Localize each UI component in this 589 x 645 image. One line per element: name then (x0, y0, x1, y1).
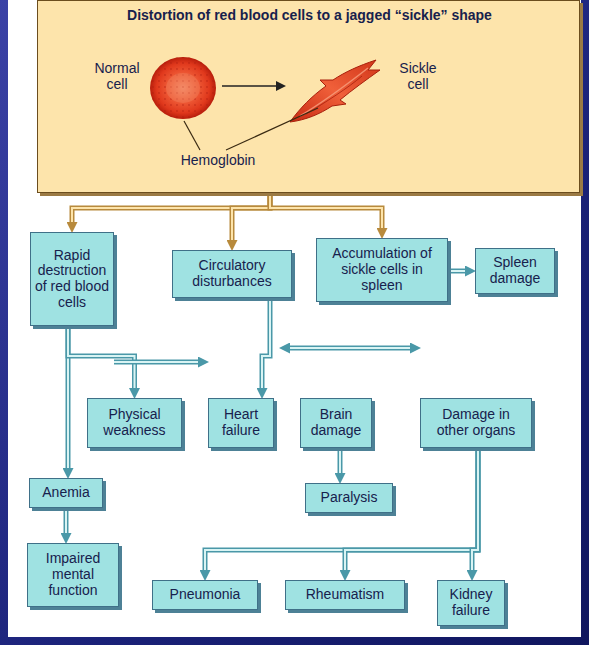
arrow-outline (232, 193, 270, 240)
arrow-outline (290, 346, 292, 351)
process-box: Rheumatism (285, 580, 405, 610)
process-box: Anemia (29, 478, 103, 508)
arrow-outline (472, 448, 478, 570)
flow-arrow (270, 193, 382, 228)
box-label: Pneumonia (170, 587, 241, 603)
arrow-inner (232, 193, 270, 240)
flow-arrow (66, 508, 67, 533)
box-label: Physical weakness (92, 407, 177, 438)
arrow-inner (472, 448, 478, 570)
arrow-inner (114, 361, 198, 363)
flow-arrow (290, 348, 292, 349)
arrow-outline (448, 269, 465, 274)
arrow-outline (64, 508, 69, 533)
flow-arrow (114, 362, 198, 363)
flow-arrow (232, 193, 270, 240)
box-label: Rapid destruction of red blood cells (35, 248, 109, 311)
box-label: Damage in other organs (425, 407, 527, 438)
arrow-outline (68, 326, 135, 388)
arrow-inner (290, 347, 292, 349)
process-box: Physical weakness (87, 398, 182, 448)
process-box: Damage in other organs (420, 398, 532, 448)
box-label: Paralysis (321, 490, 378, 506)
flow-arrow (68, 326, 135, 388)
box-label: Impaired mental function (32, 551, 114, 598)
arrow-outline (262, 298, 270, 388)
box-label: Heart failure (213, 407, 269, 438)
process-box: Paralysis (305, 483, 393, 513)
box-label: Rheumatism (306, 587, 385, 603)
process-box: Rapid destruction of red blood cells (30, 232, 114, 326)
arrow-inner (292, 347, 410, 349)
arrow-inner (448, 270, 465, 272)
box-label: Brain damage (305, 407, 367, 438)
process-box: Pneumonia (152, 580, 258, 610)
flow-arrow (292, 348, 410, 349)
figure-label: Sickle cell (388, 61, 448, 92)
normal-cell-illustration (150, 57, 216, 119)
arrow-outline (338, 448, 343, 473)
cell-change-arrow (222, 81, 286, 91)
process-box: Accumulation of sickle cells in spleen (316, 238, 448, 302)
flow-arrow (262, 298, 270, 388)
flow-arrow (472, 448, 478, 570)
header-box: Distortion of red blood cells to a jagge… (37, 0, 580, 193)
arrow-inner (339, 448, 341, 473)
flow-arrow (448, 271, 465, 272)
arrow-inner (68, 326, 135, 388)
slide-panel (8, 0, 581, 637)
figure-label: Hemoglobin (163, 153, 273, 169)
figure-label: Normal cell (88, 61, 146, 92)
arrow-inner (65, 508, 67, 533)
process-box: Circulatory disturbances (172, 250, 292, 298)
process-box: Heart failure (208, 398, 274, 448)
flow-arrow (340, 448, 341, 473)
box-label: Spleen damage (480, 255, 550, 286)
sickle-cell-illustration (290, 60, 380, 122)
arrow-inner (262, 298, 270, 388)
arrow-outline (205, 448, 478, 570)
box-label: Anemia (42, 485, 89, 501)
process-box: Kidney failure (437, 580, 505, 626)
box-label: Circulatory disturbances (177, 258, 287, 289)
process-box: Impaired mental function (27, 543, 119, 607)
arrow-inner (270, 193, 382, 228)
flow-arrow (205, 448, 478, 570)
arrow-outline (270, 193, 382, 228)
header-title: Distortion of red blood cells to a jagge… (38, 8, 581, 24)
header-fill (37, 0, 580, 193)
hemoglobin-leader-lines (184, 108, 318, 150)
arrow-inner (205, 448, 478, 570)
arrow-outline (292, 346, 410, 351)
box-label: Kidney failure (442, 587, 500, 618)
process-box: Spleen damage (475, 248, 555, 294)
process-box: Brain damage (300, 398, 372, 448)
arrow-outline (114, 360, 198, 365)
box-label: Accumulation of sickle cells in spleen (321, 246, 443, 293)
